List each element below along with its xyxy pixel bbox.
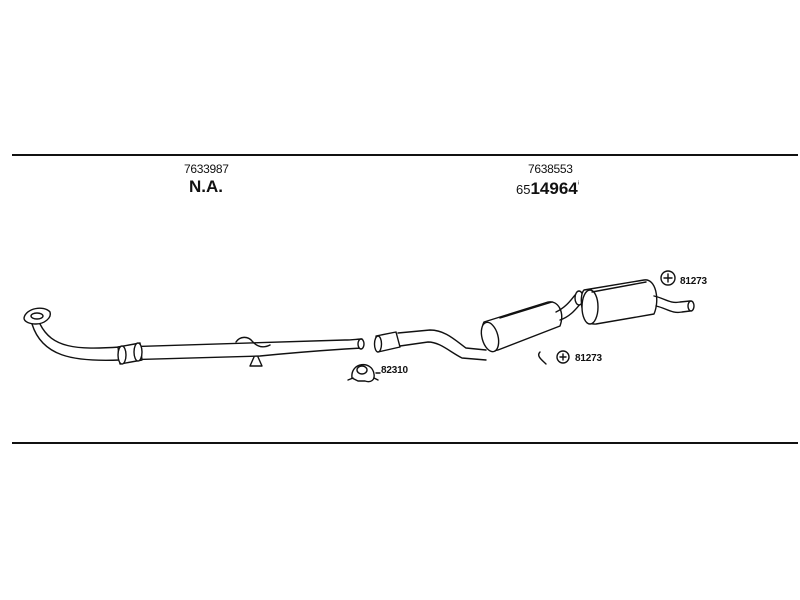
pipe-bend-bump: [235, 336, 271, 348]
silencer-hanger: [537, 351, 547, 365]
catalog-code-main: 14964: [530, 179, 578, 198]
flange-hole: [30, 312, 44, 320]
ref-hanger-rear: 81273: [680, 276, 707, 287]
top-divider: [12, 154, 798, 156]
rear-hanger-icon: [660, 270, 676, 286]
ref-hanger-mid: 81273: [575, 353, 602, 364]
part-number-front: 7633987: [184, 162, 229, 176]
intermediate-pipe: [373, 329, 487, 361]
front-pipe-upper: [39, 323, 363, 349]
front-pipe-lower: [31, 323, 363, 362]
front-pipe-joint: [117, 342, 143, 365]
mid-hanger-icon: [556, 350, 570, 364]
manifold-flange: [23, 307, 51, 325]
tail-pipe: [653, 295, 695, 314]
catalog-code-suffix: ⁱ: [577, 179, 580, 189]
catalog-code-prefix: 65: [516, 182, 531, 197]
sleeve-opening: [373, 335, 383, 353]
rear-silencer: [580, 279, 658, 325]
status-na: N.A.: [189, 177, 223, 196]
front-pipe: [23, 307, 365, 367]
middle-silencer: [480, 301, 563, 365]
bottom-divider: [12, 442, 798, 444]
ref-clamp: 82310: [381, 365, 408, 376]
clamp-icon: [347, 364, 379, 383]
front-pipe-bracket: [249, 356, 263, 367]
part-number-rear: 7638553: [528, 162, 573, 176]
front-pipe-end: [357, 338, 365, 350]
catalog-code: 6514964ⁱ: [516, 179, 579, 199]
